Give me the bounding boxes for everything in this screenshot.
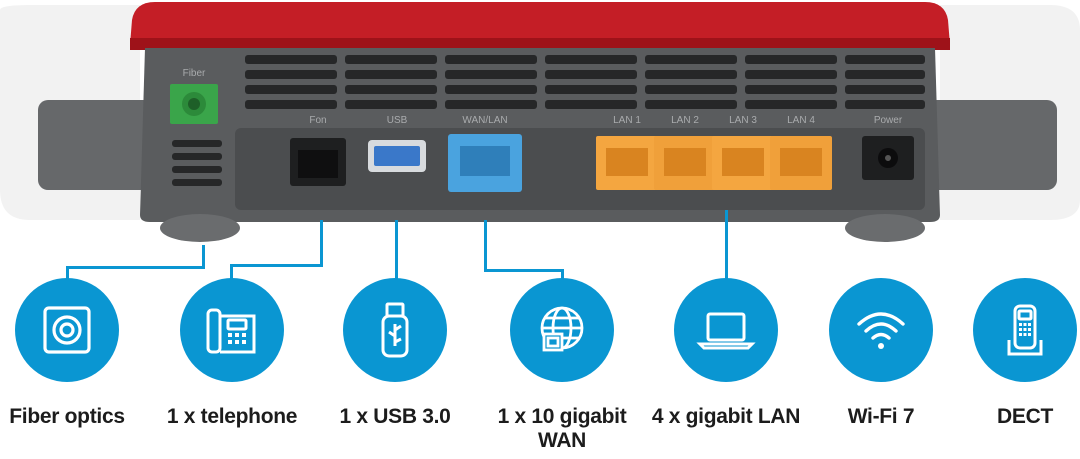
feature-lan: 4 x gigabit LAN	[651, 278, 801, 459]
feature-label: Wi-Fi 7	[847, 405, 915, 428]
left-foot	[160, 214, 240, 242]
port-label-fon: Fon	[309, 115, 326, 126]
globe-wan-icon	[510, 278, 614, 382]
right-bumper	[925, 100, 1057, 190]
port-label-power: Power	[874, 115, 903, 126]
port-label-lan1: LAN 1	[613, 115, 641, 126]
connector-fon-v	[320, 220, 323, 267]
usb-icon	[343, 278, 447, 382]
connector-fon-down	[230, 264, 233, 282]
wifi-icon	[829, 278, 933, 382]
lan-ports	[596, 136, 832, 190]
router-back-panel: Fiber Fon USB WAN/LAN LAN 1 LAN 2 LAN 3 …	[0, 2, 1080, 242]
connector-fiber-down	[66, 266, 69, 282]
feature-label: 1 x telephone	[166, 405, 298, 428]
feature-label: DECT	[997, 405, 1053, 428]
feature-label: Fiber optics	[9, 405, 125, 428]
laptop-icon	[674, 278, 778, 382]
connector-usb-v	[395, 220, 398, 282]
feature-label: 1 x USB 3.0	[339, 405, 451, 428]
right-foot	[845, 214, 925, 242]
connector-wan-v	[484, 220, 487, 272]
feature-telephone: 1 x telephone	[157, 278, 307, 459]
fiber-optics-icon	[15, 278, 119, 382]
dect-phone-icon	[973, 278, 1077, 382]
feature-fiber-optics: Fiber optics	[0, 278, 142, 459]
connector-wan-down	[561, 269, 564, 282]
feature-wifi: Wi-Fi 7	[806, 278, 956, 459]
red-top-housing	[130, 2, 950, 45]
vent-slots	[172, 55, 925, 186]
connector-fon-h	[230, 264, 323, 267]
telephone-icon	[180, 278, 284, 382]
connector-fiber-h	[66, 266, 205, 269]
port-label-usb: USB	[387, 115, 408, 126]
port-label-lan3: LAN 3	[729, 115, 757, 126]
port-label-fiber: Fiber	[183, 68, 206, 79]
connector-lan-v	[725, 210, 728, 282]
port-label-lan4: LAN 4	[787, 115, 815, 126]
connector-wan-h	[484, 269, 564, 272]
connector-fiber-v	[202, 245, 205, 269]
port-label-wan: WAN/LAN	[462, 115, 507, 126]
left-bumper	[38, 100, 158, 190]
feature-wan: 1 x 10 gigabit WAN	[487, 278, 637, 459]
feature-usb: 1 x USB 3.0	[320, 278, 470, 459]
feature-label: 1 x 10 gigabit WAN	[497, 405, 627, 452]
feature-label: 4 x gigabit LAN	[651, 405, 801, 428]
port-label-lan2: LAN 2	[671, 115, 699, 126]
feature-dect: DECT	[950, 278, 1080, 459]
